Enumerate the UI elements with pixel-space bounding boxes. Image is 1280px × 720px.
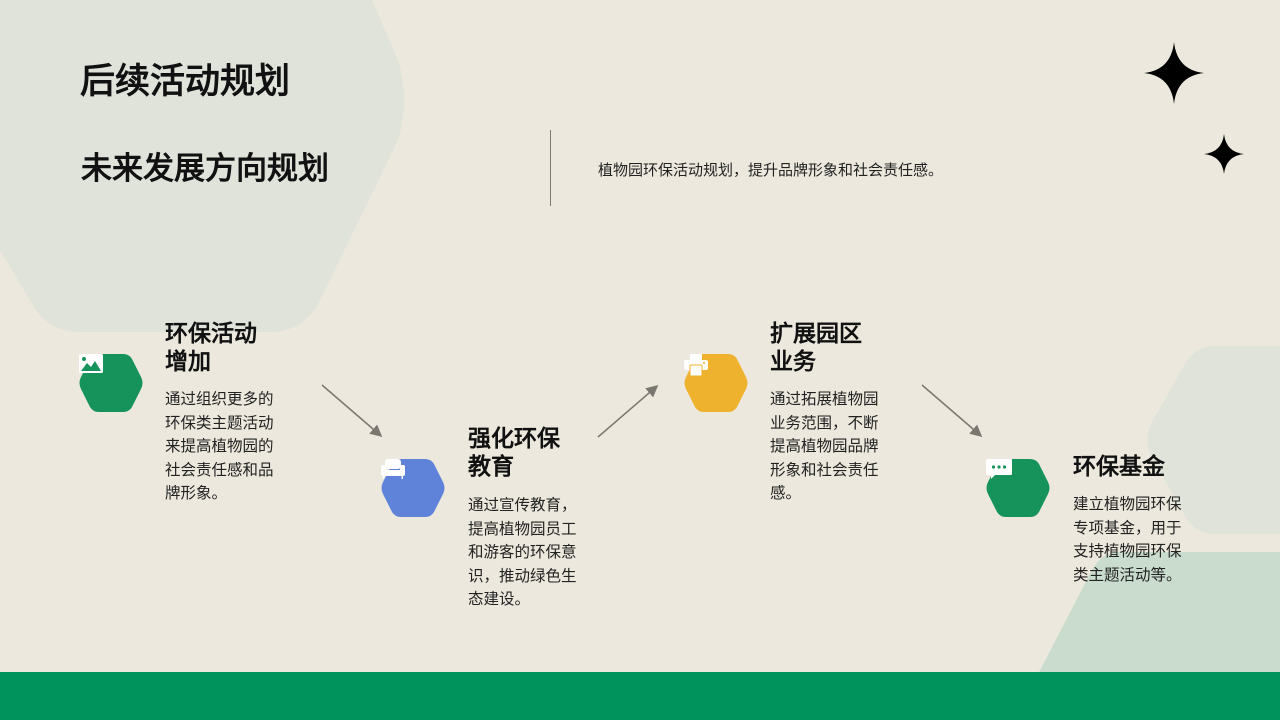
sparkle-star-small-icon <box>1204 134 1244 174</box>
step-3-hexagon <box>684 354 748 412</box>
step-2-title-line-1: 强化环保 <box>468 426 560 452</box>
step-2-hexagon <box>381 459 445 517</box>
slide-subtitle: 未来发展方向规划 <box>81 151 329 187</box>
step-1-description: 通过组织更多的环保类主题活动来提高植物园的社会责任感和品牌形象。 <box>165 390 274 503</box>
sparkle-star-large-icon <box>1144 42 1204 104</box>
bg-hexagon-right <box>1147 346 1280 534</box>
sofa-icon <box>381 459 405 479</box>
bg-hexagon-top-left <box>0 0 404 332</box>
step-3-title-line-1: 扩展园区 <box>770 321 862 347</box>
step-1-title: 环保活动 增加 <box>165 320 285 376</box>
step-1-hexagon <box>79 354 143 412</box>
step-1-title-line-2: 增加 <box>165 349 211 375</box>
step-4-title: 环保基金 <box>1073 453 1193 481</box>
step-2-title-line-2: 教育 <box>468 454 514 480</box>
arrow-step3-to-step4 <box>921 384 983 437</box>
step-4-description: 建立植物园环保专项基金，用于支持植物园环保类主题活动等。 <box>1073 495 1182 584</box>
chat-bubble-icon <box>986 459 1012 479</box>
printer-icon <box>684 354 708 376</box>
arrow-step1-to-step2 <box>321 384 383 437</box>
step-3-title: 扩展园区 业务 <box>770 320 890 376</box>
step-2-description: 通过宣传教育，提高植物园员工和游客的环保意识，推动绿色生态建设。 <box>468 496 577 609</box>
arrow-step2-to-step3 <box>597 385 659 438</box>
bg-shape-bottom-right <box>1035 552 1280 680</box>
step-3-title-line-2: 业务 <box>770 349 816 375</box>
image-icon <box>79 354 103 373</box>
bottom-band <box>0 672 1280 720</box>
step-4-title-line-1: 环保基金 <box>1073 454 1165 480</box>
vertical-divider <box>550 130 551 206</box>
step-2-title: 强化环保 教育 <box>468 425 588 481</box>
step-1-title-line-1: 环保活动 <box>165 321 257 347</box>
intro-text: 植物园环保活动规划，提升品牌形象和社会责任感。 <box>598 161 944 179</box>
step-3-description: 通过拓展植物园业务范围，不断提高植物园品牌形象和社会责任感。 <box>770 390 879 503</box>
slide-title: 后续活动规划 <box>80 62 291 102</box>
step-4-hexagon <box>986 459 1050 517</box>
